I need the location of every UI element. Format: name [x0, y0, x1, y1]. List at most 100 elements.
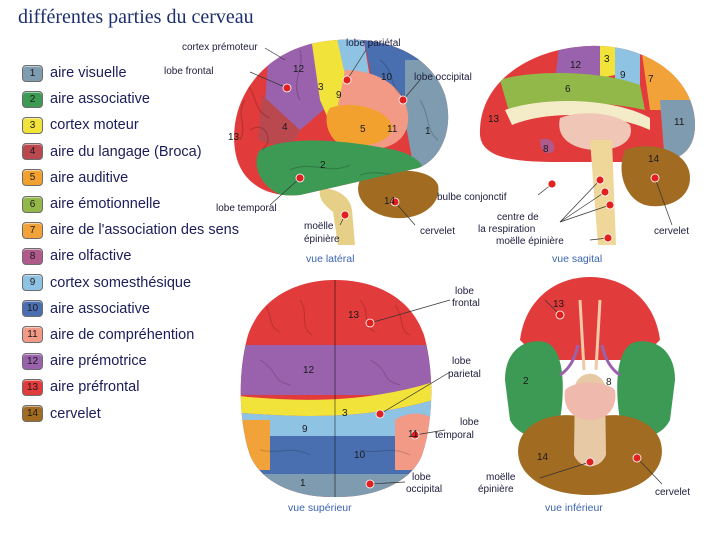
legend-item: 11 aire de compréhention [22, 322, 239, 348]
legend-label: aire de l'association des sens [50, 222, 239, 239]
label-inf-moelle-2: épinière [478, 484, 514, 495]
legend-label: aire de compréhention [50, 326, 195, 343]
inferior-frontal [520, 277, 660, 360]
inf-num-14: 14 [537, 452, 549, 463]
superior-somatosensory [240, 398, 432, 441]
lateral-broca [258, 95, 300, 150]
superior-sense-association [240, 420, 270, 470]
sup-num-3: 3 [342, 408, 348, 419]
legend-item: 7 aire de l'association des sens [22, 217, 239, 243]
lateral-auditory [326, 104, 393, 147]
lat-num-14: 14 [384, 196, 396, 207]
legend-label: aire auditive [50, 169, 129, 186]
legend-item: 2 aire associative [22, 86, 239, 112]
lateral-brainstem [319, 188, 355, 245]
superior-comprehension [395, 413, 432, 470]
view-title-lateral: vue latéral [306, 253, 354, 265]
lat-num-2: 2 [320, 160, 326, 171]
sup-num-12: 12 [303, 365, 315, 376]
inferior-temporal-left [505, 341, 563, 437]
sag-num-12: 12 [570, 60, 582, 71]
lat-num-5: 5 [360, 124, 366, 135]
inf-num-13: 13 [553, 299, 565, 310]
label-inf-moelle-1: moëlle [486, 472, 516, 483]
label-inf-cervelet: cervelet [655, 487, 690, 498]
sag-num-8: 8 [543, 144, 549, 155]
label-sup-temporal-1: lobe [460, 417, 479, 428]
sup-num-11: 11 [408, 429, 419, 440]
label-sup-parietal-2: parietal [448, 369, 481, 380]
label-sup-frontal-2: frontal [452, 298, 480, 309]
label-cortex-premoteur: cortex prémoteur [182, 42, 258, 53]
legend-number-badge: 2 [22, 90, 43, 108]
page-title: différentes parties du cerveau [18, 6, 254, 28]
lat-num-11: 11 [387, 124, 398, 135]
sup-num-9: 9 [302, 424, 308, 435]
legend-item: 10 aire associative [22, 296, 239, 322]
legend-number-badge: 7 [22, 221, 43, 239]
legend-number-badge: 14 [22, 405, 43, 423]
inf-num-2: 2 [523, 376, 529, 387]
lat-num-10: 10 [381, 72, 393, 83]
legend-label: cervelet [50, 405, 101, 422]
legend-label: aire émotionnelle [50, 196, 161, 213]
sup-num-1: 1 [300, 478, 306, 489]
label-bulbe: bulbe conjonctif [437, 192, 507, 203]
superior-motor [240, 380, 432, 417]
label-lobe-frontal: lobe frontal [164, 66, 213, 77]
label-lobe-parietal: lobe pariétal [346, 38, 400, 49]
inferior-temporal-right [617, 341, 675, 437]
view-title-superior: vue supérieur [288, 502, 352, 514]
label-sup-occipital-1: lobe [412, 472, 431, 483]
legend-number-badge: 6 [22, 195, 43, 213]
label-moelle-2: épinière [304, 234, 340, 245]
label-cervelet-lateral: cervelet [420, 226, 455, 237]
legend-number-badge: 1 [22, 64, 43, 82]
label-lobe-temporal: lobe temporal [216, 203, 277, 214]
lat-num-9: 9 [336, 90, 342, 101]
legend-item: 14 cervelet [22, 400, 239, 426]
lat-num-13: 13 [228, 132, 240, 143]
legend-label: aire prémotrice [50, 353, 147, 370]
superior-view: 13 12 3 9 10 11 1 lobe frontal lobe pari… [240, 280, 481, 514]
legend-number-badge: 4 [22, 143, 43, 161]
lat-num-4: 4 [282, 122, 288, 133]
sup-num-13: 13 [348, 310, 360, 321]
legend-number-badge: 10 [22, 300, 43, 318]
sagittal-thalamus [559, 113, 631, 150]
sag-num-3: 3 [604, 54, 610, 65]
lat-num-1: 1 [425, 126, 431, 137]
sagittal-view: 12 3 9 7 6 11 13 8 14 bulbe conjonctif c… [437, 45, 695, 265]
label-cervelet-sagittal: cervelet [654, 226, 689, 237]
inferior-pons [564, 382, 616, 420]
view-title-inferior: vue inférieur [545, 502, 603, 514]
legend-number-badge: 8 [22, 247, 43, 265]
lat-num-12: 12 [293, 64, 305, 75]
sag-num-13: 13 [488, 114, 500, 125]
inferior-view: 13 2 8 14 moëlle épinière cervelet vue i… [478, 277, 690, 514]
legend-item: 6 aire émotionnelle [22, 191, 239, 217]
legend-number-badge: 11 [22, 326, 43, 344]
legend-label: aire associative [50, 300, 150, 317]
legend-number-badge: 3 [22, 116, 43, 134]
sag-num-11: 11 [674, 117, 685, 128]
label-moelle-1: moëlle [304, 221, 334, 232]
label-centre-2: la respiration [478, 224, 535, 235]
label-sup-frontal-1: lobe [455, 286, 474, 297]
label-sup-occipital-2: occipital [406, 484, 442, 495]
lat-num-3: 3 [318, 82, 324, 93]
sag-num-9: 9 [620, 70, 626, 81]
label-lobe-occipital: lobe occipital [414, 72, 472, 83]
label-sup-parietal-1: lobe [452, 356, 471, 367]
sag-num-6: 6 [565, 84, 571, 95]
inf-num-8: 8 [606, 377, 612, 388]
legend-label: aire associative [50, 91, 150, 108]
lateral-cerebellum [358, 170, 439, 219]
